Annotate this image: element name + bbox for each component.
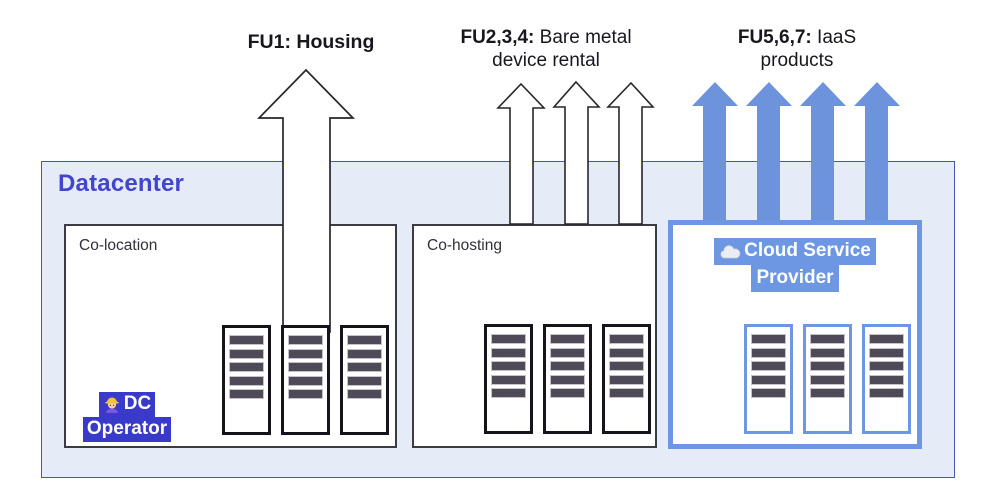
rack-unit-bar — [751, 334, 786, 344]
rack-unit-bar — [229, 375, 264, 386]
cloud-service-provider-badge: Cloud Service Provider — [673, 238, 917, 292]
rack-unit-bar — [229, 348, 264, 359]
rack-unit-bar — [609, 347, 644, 358]
fu567-label-line1: FU5,6,7: IaaS — [738, 26, 856, 49]
fu234-label-line2: device rental — [492, 50, 600, 71]
cloud-badge-line1: Cloud Service — [714, 238, 876, 265]
rack-unit-bar — [810, 388, 845, 398]
rack-unit-bar — [229, 389, 264, 399]
fu234-bare-metal-label: FU2,3,4: Bare metal device rental — [460, 26, 631, 72]
rack-unit-bar — [229, 362, 264, 372]
rack-unit-bar — [288, 362, 323, 372]
datacenter-title: Datacenter — [58, 170, 185, 197]
server-rack — [862, 324, 911, 434]
rack-unit-bar — [609, 361, 644, 371]
rack-unit-bar — [609, 388, 644, 398]
rack-unit-bar — [609, 334, 644, 344]
rack-unit-bar — [751, 361, 786, 371]
rack-unit-bar — [751, 388, 786, 398]
rack-unit-bar — [869, 388, 904, 398]
rack-unit-bar — [229, 335, 264, 345]
rack-unit-bar — [288, 348, 323, 359]
server-rack — [543, 324, 592, 434]
fu567-label-line2: products — [760, 50, 834, 71]
fu234-label-prefix: FU2,3,4: — [460, 27, 535, 48]
rack-unit-bar — [347, 375, 382, 386]
fu567-label-prefix: FU5,6,7: — [737, 27, 812, 48]
rack-unit-bar — [491, 347, 526, 358]
rack-unit-bar — [869, 347, 904, 358]
fu234-label-line1: FU2,3,4: Bare metal — [460, 26, 631, 49]
fu234-label-rest: Bare metal — [539, 27, 632, 48]
server-rack — [484, 324, 533, 434]
rack-unit-bar — [347, 348, 382, 359]
rack-unit-bar — [550, 388, 585, 398]
fu567-label-rest: IaaS — [817, 27, 857, 48]
rack-unit-bar — [347, 362, 382, 372]
rack-unit-bar — [810, 334, 845, 344]
rack-unit-bar — [869, 361, 904, 371]
rack-unit-bar — [491, 374, 526, 385]
rack-unit-bar — [810, 347, 845, 358]
server-rack — [744, 324, 793, 434]
rack-unit-bar — [347, 335, 382, 345]
rack-unit-bar — [550, 334, 585, 344]
dc-operator-badge: DC Operator — [68, 392, 186, 442]
server-rack — [803, 324, 852, 434]
rack-unit-bar — [347, 389, 382, 399]
rack-unit-bar — [550, 374, 585, 385]
rack-unit-bar — [491, 388, 526, 398]
dc-operator-badge-line1: DC — [98, 392, 156, 417]
rack-unit-bar — [288, 335, 323, 345]
rack-unit-bar — [288, 389, 323, 399]
colocation-rack-row — [222, 325, 389, 435]
rack-unit-bar — [609, 374, 644, 385]
fu567-iaas-label: FU5,6,7: IaaS products — [738, 26, 856, 72]
rack-unit-bar — [751, 347, 786, 358]
rack-unit-bar — [491, 334, 526, 344]
colocation-label: Co-location — [79, 237, 158, 254]
dc-operator-line1-text: DC — [123, 393, 152, 414]
construction-worker-icon — [105, 397, 119, 413]
cohosting-rack-row — [484, 324, 651, 434]
dc-operator-badge-line2: Operator — [82, 417, 172, 442]
cloud-badge-line2: Provider — [751, 265, 839, 292]
rack-unit-bar — [869, 334, 904, 344]
server-rack — [602, 324, 651, 434]
cloud-icon — [720, 245, 741, 259]
fu1-housing-label: FU1: Housing — [248, 31, 375, 54]
cloud-rack-row — [744, 324, 911, 434]
rack-unit-bar — [491, 361, 526, 371]
server-rack — [222, 325, 271, 435]
rack-unit-bar — [869, 374, 904, 385]
cohosting-label: Co-hosting — [427, 237, 502, 254]
server-rack — [281, 325, 330, 435]
fu1-label-text: FU1: Housing — [247, 31, 375, 53]
cloud-badge-line1-text: Cloud Service — [744, 240, 871, 261]
rack-unit-bar — [751, 374, 786, 385]
rack-unit-bar — [810, 361, 845, 371]
rack-unit-bar — [550, 347, 585, 358]
rack-unit-bar — [288, 375, 323, 386]
rack-unit-bar — [550, 361, 585, 371]
rack-unit-bar — [810, 374, 845, 385]
server-rack — [340, 325, 389, 435]
